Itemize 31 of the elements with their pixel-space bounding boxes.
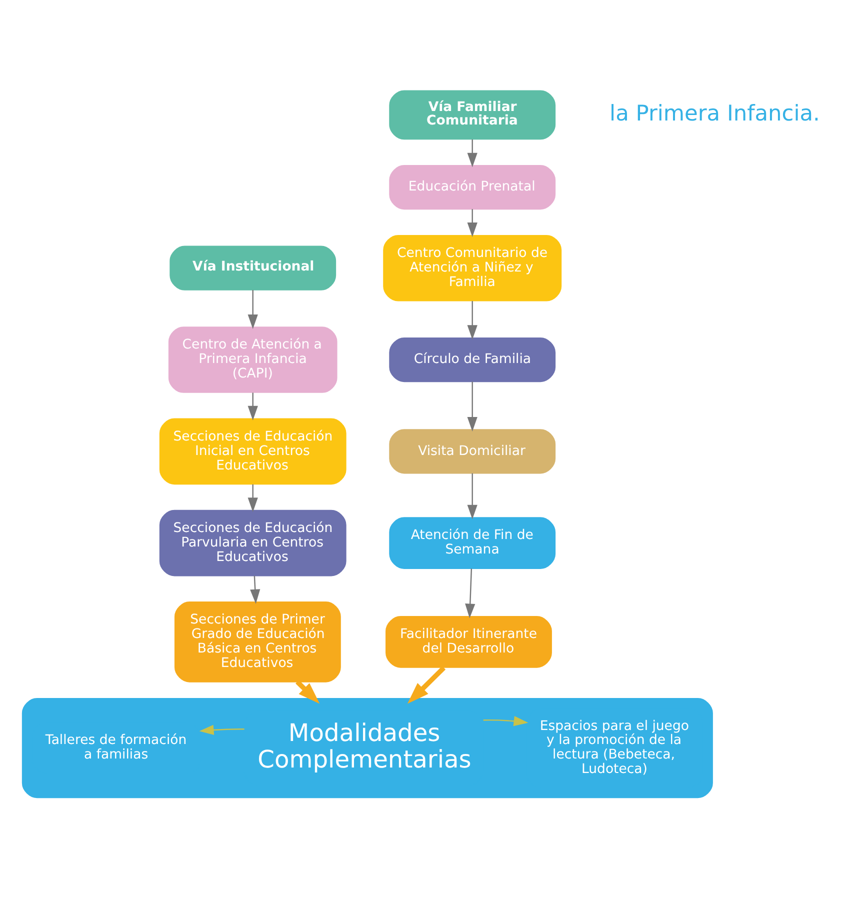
arrow — [296, 680, 320, 704]
arrow — [483, 716, 528, 726]
node-box: Educación Prenatal — [389, 164, 556, 210]
label: la Primera Infancia. — [610, 100, 820, 126]
arrow — [467, 138, 478, 167]
node-box: Atención de Fin de Semana — [389, 516, 556, 568]
node-box: Vía Institucional — [170, 245, 336, 290]
node-box: Centro Comunitario de Atención a Niñez y Familia — [383, 234, 562, 301]
node-box: Círculo de Familia — [389, 336, 556, 382]
node-box: Centro de Atención a Primera Infancia (CAPI) — [168, 326, 338, 392]
arrow — [467, 208, 478, 237]
node-box: Secciones de Educación Parvularia en Centros Educativos — [159, 509, 346, 576]
arrow — [248, 392, 258, 420]
node-box: Facilitador Itinerante del Desarrollo — [386, 616, 552, 668]
arrow — [248, 484, 258, 512]
node-text: Espacios para el juego y la promoción de la lectura (Bebeteca, Ludoteca) — [540, 718, 689, 777]
node-box: Visita Domiciliar — [389, 428, 556, 474]
arrow — [248, 290, 258, 328]
node-box: Secciones de Educación Inicial en Centros Educativos — [159, 418, 346, 484]
node-text: Modalidades Complementarias — [258, 718, 472, 773]
arrow — [467, 300, 478, 340]
arrow — [407, 666, 446, 704]
node-box: Secciones de Primer Grado de Educación Básica en Centros Educativos — [174, 601, 341, 682]
cluster — [22, 698, 713, 798]
node-box: Vía Familiar Comunitaria — [389, 90, 556, 140]
arrow — [199, 724, 244, 735]
arrow — [465, 568, 476, 618]
arrow — [250, 575, 260, 604]
arrow — [467, 472, 478, 519]
node-text: Talleres de formación a familias — [45, 732, 187, 762]
arrow — [467, 381, 478, 431]
